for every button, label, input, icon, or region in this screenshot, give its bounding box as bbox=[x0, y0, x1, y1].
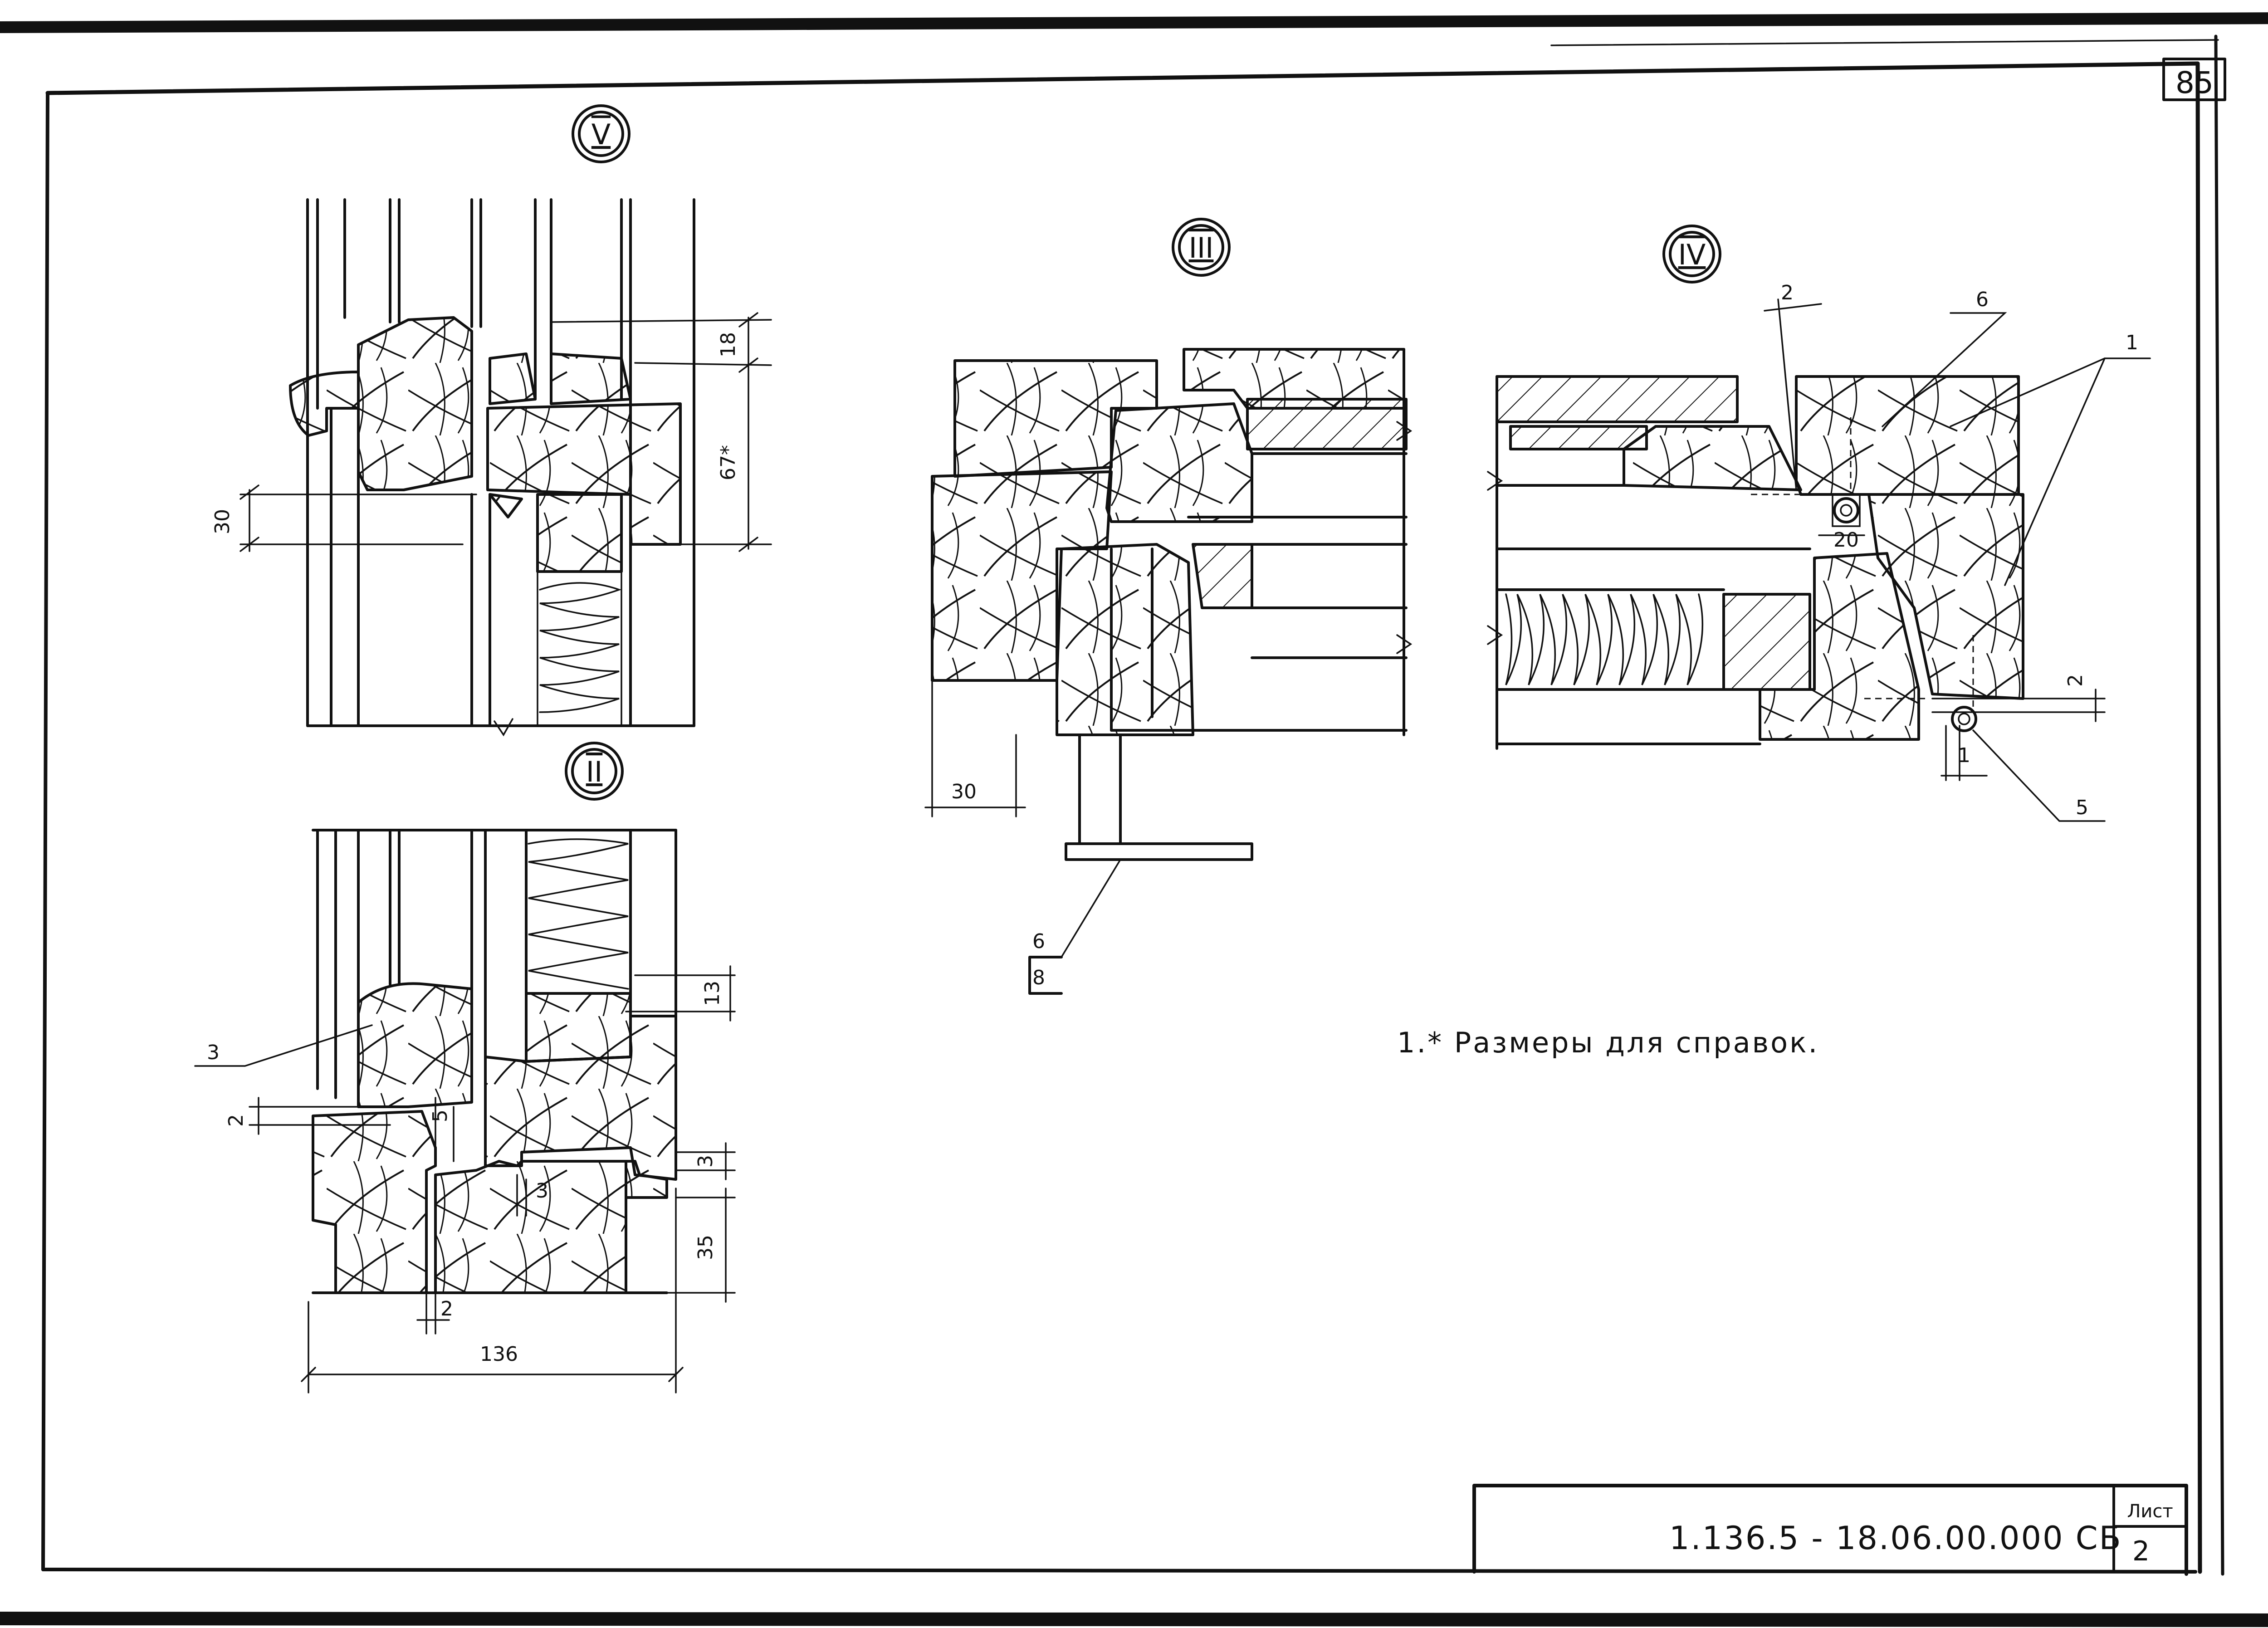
section-ii-marker: II bbox=[565, 742, 624, 801]
svg-text:III: III bbox=[1189, 231, 1214, 264]
section-iv-marker: IV bbox=[1662, 225, 1721, 284]
sheet-label: Лист bbox=[2127, 1501, 2173, 1522]
dim-5: 5 bbox=[429, 1110, 452, 1122]
page-number-box: 85 bbox=[2162, 58, 2226, 101]
svg-text:V: V bbox=[591, 118, 611, 151]
dim-30: 30 bbox=[211, 509, 234, 534]
svg-text:II: II bbox=[586, 755, 603, 788]
dim-2-bottom: 2 bbox=[440, 1297, 453, 1320]
reference-note: 1.* Размеры для справок. bbox=[1397, 1026, 1819, 1059]
callout-2-iv: 2 bbox=[1781, 281, 1794, 304]
section-v-marker: V bbox=[572, 104, 631, 163]
callout-6-iv: 6 bbox=[1976, 288, 1989, 311]
dim-136: 136 bbox=[480, 1343, 518, 1366]
callout-6: 6 bbox=[1032, 930, 1045, 953]
dim-35: 35 bbox=[694, 1235, 717, 1260]
dim-3-mid: 3 bbox=[536, 1179, 548, 1203]
section-v: V 18 67* bbox=[211, 104, 772, 737]
title-block: 1.136.5 - 18.06.00.000 СБ Лист 2 bbox=[1472, 1484, 2188, 1576]
dim-67: 67* bbox=[717, 445, 740, 480]
dim-30-iii: 30 bbox=[951, 780, 977, 803]
callout-5-iv: 5 bbox=[2076, 796, 2088, 819]
dim-20: 20 bbox=[1833, 528, 1859, 552]
section-ii: II 3 13 3 35 2 5 3 2 bbox=[194, 742, 736, 1393]
section-iii: III 6 8 30 bbox=[924, 218, 1413, 995]
sheet-number: 2 bbox=[2132, 1535, 2150, 1567]
sheet-frame bbox=[0, 12, 2268, 1627]
section-iii-marker: III bbox=[1172, 218, 1231, 277]
dim-13: 13 bbox=[701, 981, 724, 1006]
callout-1-iv: 1 bbox=[2126, 331, 2138, 354]
page-number: 85 bbox=[2175, 65, 2214, 100]
svg-text:IV: IV bbox=[1678, 238, 1706, 271]
dim-2-iv: 2 bbox=[2064, 674, 2087, 687]
callout-8: 8 bbox=[1032, 966, 1045, 989]
dim-3-right: 3 bbox=[694, 1155, 717, 1168]
dim-2-left: 2 bbox=[225, 1114, 248, 1127]
dim-18: 18 bbox=[717, 332, 740, 357]
callout-3: 3 bbox=[207, 1041, 220, 1064]
dim-1-iv: 1 bbox=[1958, 744, 1970, 767]
section-iv: IV 20 2 1 2 6 1 5 bbox=[1487, 225, 2151, 822]
drawing-code: 1.136.5 - 18.06.00.000 СБ bbox=[1669, 1520, 2122, 1557]
